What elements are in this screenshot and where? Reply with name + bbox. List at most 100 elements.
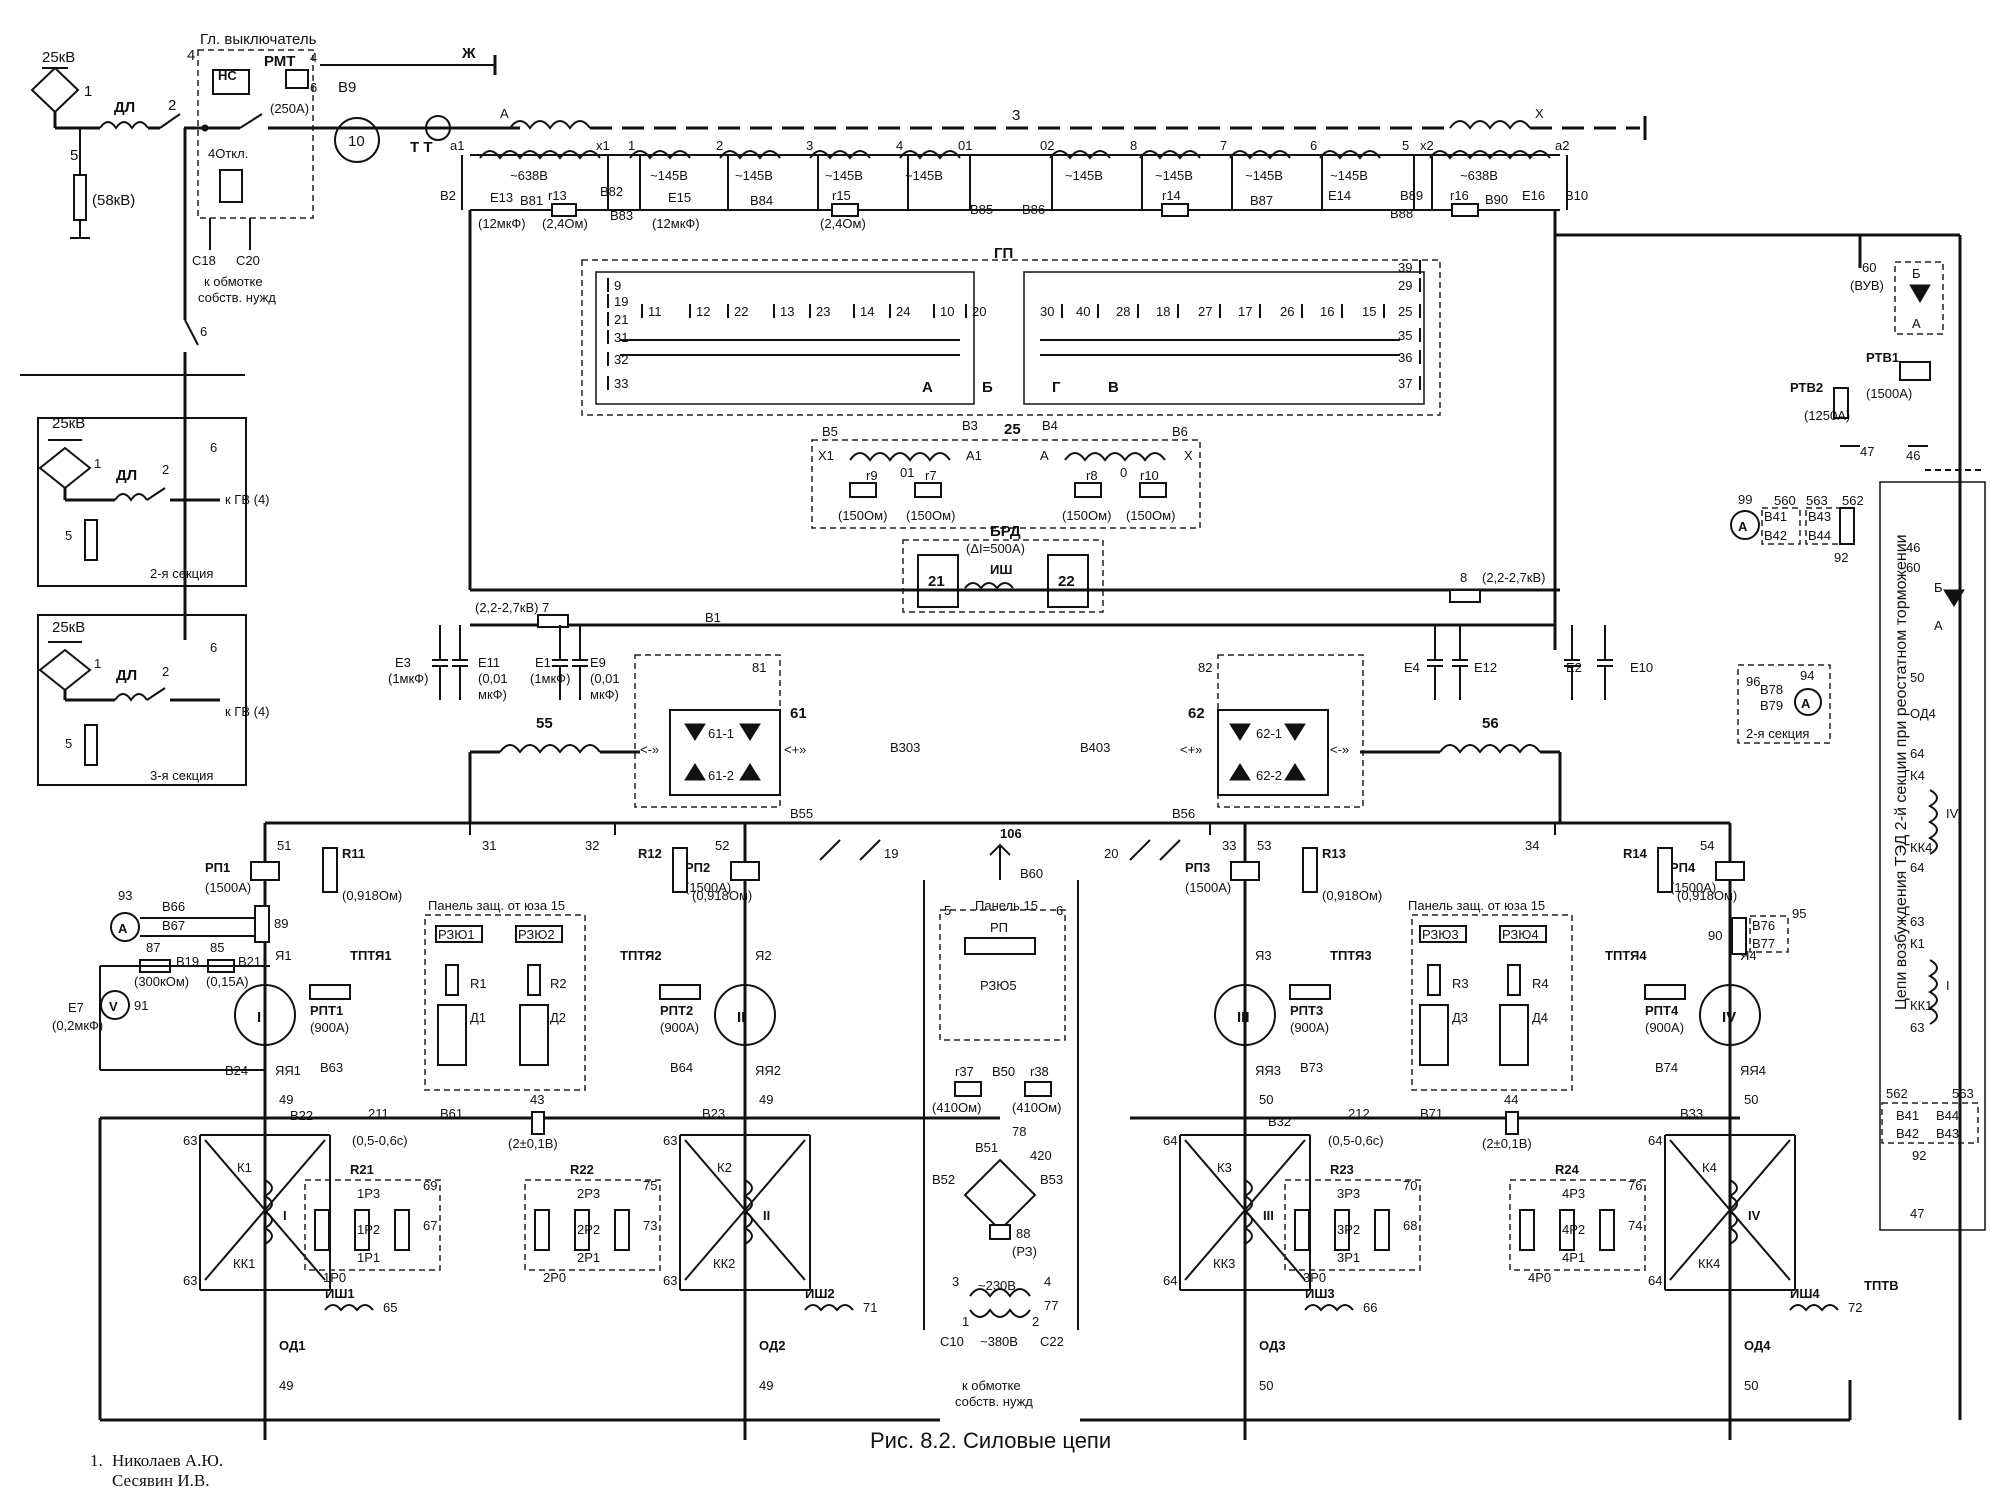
gp-contact-label: 10 — [940, 304, 954, 319]
motor-rp-label: РП2 — [685, 860, 710, 875]
field-step-0: 1Р0 — [323, 1270, 346, 1285]
r13-value: (2,4Ом) — [542, 216, 588, 231]
b67-label: В67 — [162, 918, 185, 933]
sec3-label: 3-я секция — [150, 768, 213, 783]
motor-tpt-label: ТПТЯ3 — [1330, 948, 1372, 963]
meters-right: 90 В76 В77 95 — [1708, 906, 1806, 955]
b32-label: В32 — [1268, 1114, 1291, 1129]
rs-kk1: КК1 — [1910, 998, 1932, 1013]
meters-left: А 93 В66 В67 89 87 (300кОм) В19 85 (0,15… — [52, 888, 288, 1071]
rect62-bot: 62-2 — [1256, 768, 1282, 783]
b44-label: В44 — [1808, 528, 1831, 543]
r37-value: (410Ом) — [932, 1100, 981, 1115]
right-divider: 8 — [1460, 570, 1467, 585]
e13-value: (12мкФ) — [478, 216, 526, 231]
field-kk-label: КК2 — [713, 1256, 735, 1271]
gp-contact-label: 12 — [696, 304, 710, 319]
gp-contact-label: 21 — [614, 312, 628, 327]
footnote-line-2: Сесявин И.В. — [112, 1471, 209, 1490]
gp-contact-label: 11 — [648, 304, 662, 319]
filter-cap-label: мкФ) — [478, 687, 507, 702]
field-step-1: 4Р1 — [1562, 1250, 1585, 1265]
e14-label: Е14 — [1328, 188, 1351, 203]
rs-n562: 562 — [1886, 1086, 1908, 1101]
slip-panel-left-db: Д2 — [550, 1010, 566, 1025]
breaker-num: 4 — [187, 47, 195, 64]
b1-label: В1 — [705, 610, 721, 625]
field-contact-c: 66 — [1363, 1300, 1377, 1315]
e7-label: Е7 — [68, 1000, 84, 1015]
a99-symbol: А — [1738, 519, 1748, 534]
center-panel-n5: 5 — [944, 903, 951, 918]
field-od-label: ОД2 — [759, 1338, 785, 1353]
gp-contact-label: 14 — [860, 304, 874, 319]
transformer-primary: А 3 Х — [500, 106, 1647, 140]
field-shunt-label: ИШ2 — [805, 1286, 835, 1301]
c22-label: С22 — [1040, 1334, 1064, 1349]
rect61-num: 61 — [790, 705, 807, 722]
sw106-label: 106 — [1000, 826, 1022, 841]
r14-label: r14 — [1162, 188, 1181, 203]
rect62-minus: <-» — [1330, 742, 1349, 757]
r15-value: (2,4Ом) — [820, 216, 866, 231]
vuv-b: Б — [1912, 266, 1921, 281]
rs-n563: 563 — [1952, 1086, 1974, 1101]
field-contact-top: 64 — [1648, 1133, 1662, 1148]
reactor25-b5: В5 — [822, 424, 838, 439]
n89-label: 89 — [274, 916, 288, 931]
tap-label: х1 — [596, 138, 610, 153]
field-step-0: 4Р0 — [1528, 1270, 1551, 1285]
field-shunt-label: ИШ3 — [1305, 1286, 1335, 1301]
sec3-reactor: ДЛ — [116, 667, 137, 684]
vuv-a: А — [1912, 316, 1921, 331]
n212-value: (0,5-0,6с) — [1328, 1133, 1384, 1148]
b77-label: В77 — [1752, 936, 1775, 951]
a99-num: 99 — [1738, 492, 1752, 507]
motor-switch-num: 31 — [482, 838, 496, 853]
b71-label: В71 — [1420, 1106, 1443, 1121]
motor-rpt-current: (900А) — [1290, 1020, 1329, 1035]
gp-contact-label: 39 — [1398, 260, 1412, 275]
filter-cap-label: мкФ) — [590, 687, 619, 702]
rs-b43: В43 — [1936, 1126, 1959, 1141]
filter-cap-label: (0,01 — [590, 671, 620, 686]
voltmeter-symbol: V — [109, 999, 118, 1014]
n96-label: 96 — [1746, 674, 1760, 689]
gp-contact-label: 36 — [1398, 350, 1412, 365]
n85-value: (0,15А) — [206, 974, 249, 989]
field-step-3: 4Р3 — [1562, 1186, 1585, 1201]
b303-label: В303 — [890, 740, 920, 755]
motor-armature-bottom: ЯЯ3 — [1255, 1063, 1281, 1078]
winding-a1-x1: ~638В — [510, 168, 548, 183]
filter-cap-label: Е10 — [1630, 660, 1653, 675]
center-panel: Панель 15 5 6 РП РЗЮ5 — [923, 880, 1079, 1330]
motor-rp-current: (1500А) — [1185, 880, 1231, 895]
rs-n47: 47 — [1910, 1206, 1924, 1221]
rs-b42: В42 — [1896, 1126, 1919, 1141]
reactor25-num: 25 — [1004, 421, 1021, 438]
motor-armature-bottom: ЯЯ2 — [755, 1063, 781, 1078]
wire-b84: В84 — [750, 193, 773, 208]
sec2-divider: 5 — [65, 528, 72, 543]
sw6-label: 6 — [200, 324, 207, 339]
rtv2-value: (1250А) — [1804, 408, 1850, 423]
gp-contact-label: 28 — [1116, 304, 1130, 319]
sec2-disconnector: 2 — [162, 462, 169, 477]
b403-label: В403 — [1080, 740, 1110, 755]
rmt-n2: 6 — [310, 80, 317, 95]
sec2-pantograph: 1 — [94, 456, 101, 471]
field-od-label: ОД3 — [1259, 1338, 1285, 1353]
b56-label: В56 — [1172, 806, 1195, 821]
sec2-sw: 6 — [210, 440, 217, 455]
gp-contact-label: 22 — [734, 304, 748, 319]
rtv1-value: (1500А) — [1866, 386, 1912, 401]
gp-contact-label: 17 — [1238, 304, 1252, 319]
rs-iv: IV — [1946, 806, 1959, 821]
motor-armature-top: Я2 — [755, 948, 772, 963]
sec3-divider: 5 — [65, 736, 72, 751]
winding-7-6: ~145В — [1245, 168, 1283, 183]
n420-label: 420 — [1030, 1148, 1052, 1163]
motor-shunt-value: (0,918Ом) — [342, 888, 402, 903]
gp-out-b: Б — [982, 379, 993, 396]
